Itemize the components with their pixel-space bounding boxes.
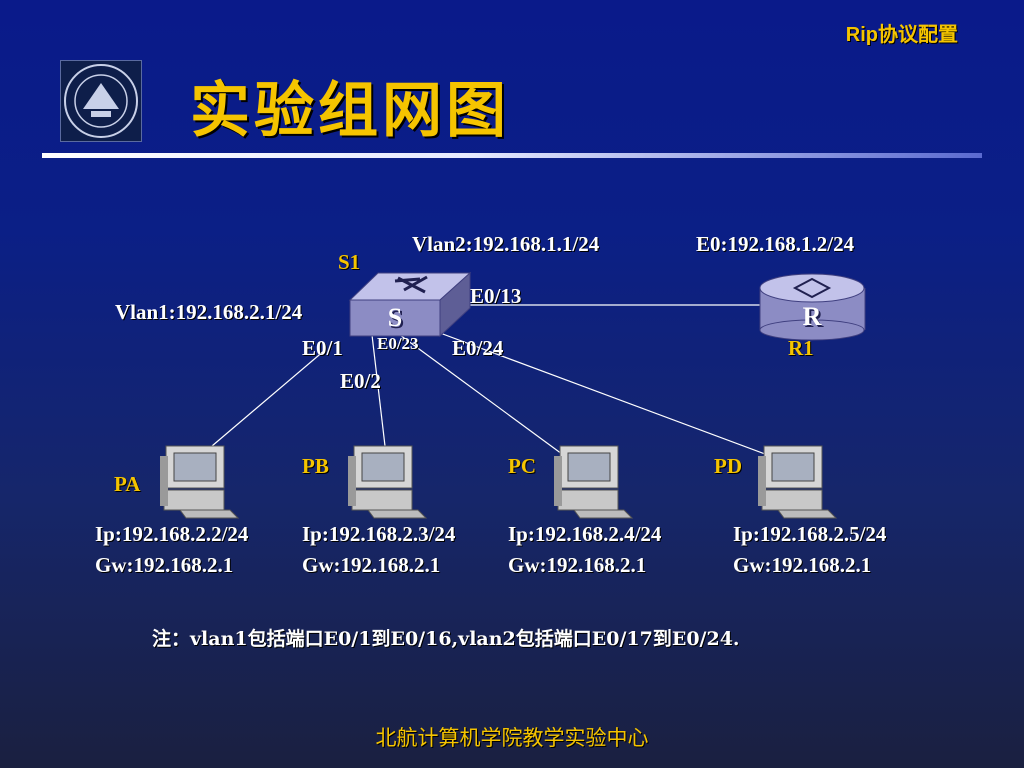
page-title: 实验组网图: [190, 76, 510, 146]
switch-name: S1: [338, 250, 361, 274]
vlan1-address: Vlan1:192.168.2.1/24: [115, 300, 303, 324]
title-divider: [42, 153, 982, 158]
host-ip-pc: Ip:192.168.2.4/24: [508, 522, 662, 546]
host-gw-pd: Gw:192.168.2.1: [733, 553, 872, 577]
port-e0-23: E0/23: [377, 334, 419, 353]
port-e0-24: E0/24: [452, 336, 504, 360]
university-logo: [60, 60, 142, 142]
router-icon: [759, 273, 866, 341]
port-e0-13: E0/13: [470, 284, 522, 308]
port-e0-1: E0/1: [302, 336, 343, 360]
host-name-pd: PD: [714, 454, 742, 478]
link-switch-pc: [399, 334, 563, 455]
computer-pc-icon: [554, 445, 634, 519]
router-letter: R: [802, 302, 822, 331]
topic-label: Rip协议配置: [845, 24, 958, 46]
computer-pb-icon: [348, 445, 428, 519]
host-name-pc: PC: [508, 454, 536, 478]
link-switch-pd: [431, 329, 766, 455]
vlan2-address: Vlan2:192.168.1.1/24: [412, 232, 600, 256]
router-e0-address: E0:192.168.1.2/24: [696, 232, 855, 256]
port-e0-2: E0/2: [340, 369, 381, 393]
link-switch-pb: [371, 334, 386, 447]
link-switch-pa: [211, 349, 326, 447]
host-name-pa: PA: [114, 472, 141, 496]
switch-letter: S: [387, 303, 403, 332]
switch-icon: [348, 271, 472, 338]
host-name-pb: PB: [302, 454, 329, 478]
host-gw-pc: Gw:192.168.2.1: [508, 553, 647, 577]
host-gw-pb: Gw:192.168.2.1: [302, 553, 441, 577]
host-ip-pb: Ip:192.168.2.3/24: [302, 522, 456, 546]
vlan-note: 注：vlan1包括端口E0/1到E0/16,vlan2包括端口E0/17到E0/…: [152, 628, 740, 650]
router-name: R1: [788, 336, 814, 360]
host-ip-pd: Ip:192.168.2.5/24: [733, 522, 887, 546]
computer-pd-icon: [758, 445, 838, 519]
footer-text: 北航计算机学院教学实验中心: [375, 726, 649, 750]
computer-pa-icon: [160, 445, 240, 519]
host-gw-pa: Gw:192.168.2.1: [95, 553, 234, 577]
host-ip-pa: Ip:192.168.2.2/24: [95, 522, 249, 546]
